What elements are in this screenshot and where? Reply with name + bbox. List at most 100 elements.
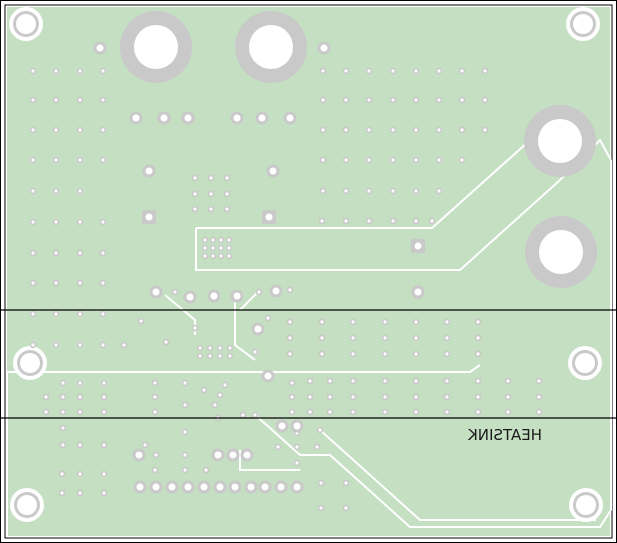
via bbox=[42, 393, 50, 401]
th-pad bbox=[266, 164, 280, 178]
via-drill bbox=[183, 453, 187, 457]
via bbox=[349, 318, 357, 326]
via-drill bbox=[367, 128, 371, 132]
via-drill bbox=[445, 395, 449, 399]
via bbox=[342, 67, 350, 75]
via bbox=[412, 96, 420, 104]
via-drill bbox=[460, 98, 464, 102]
th-pad bbox=[93, 41, 107, 55]
via bbox=[474, 377, 482, 385]
via bbox=[99, 218, 107, 226]
via-drill bbox=[78, 491, 82, 495]
th-pad-drill bbox=[200, 483, 208, 491]
via-drill bbox=[78, 443, 82, 447]
via bbox=[217, 345, 223, 351]
via bbox=[59, 393, 67, 401]
via bbox=[151, 408, 159, 416]
via-drill bbox=[344, 158, 348, 162]
via-drill bbox=[61, 443, 65, 447]
via bbox=[58, 489, 66, 497]
via bbox=[365, 217, 373, 225]
via-drill bbox=[288, 320, 292, 324]
via bbox=[412, 334, 420, 342]
via bbox=[52, 187, 60, 195]
via bbox=[458, 156, 466, 164]
mounting-hole bbox=[10, 488, 44, 522]
via-drill bbox=[351, 352, 355, 356]
via bbox=[218, 237, 224, 243]
via bbox=[223, 190, 231, 198]
th-pad bbox=[213, 480, 227, 494]
via-drill bbox=[54, 158, 58, 162]
via-drill bbox=[183, 403, 187, 407]
via-drill bbox=[198, 346, 202, 350]
via-drill bbox=[31, 189, 35, 193]
via bbox=[412, 350, 420, 358]
via bbox=[306, 408, 314, 416]
via bbox=[191, 174, 199, 182]
th-pad-drill bbox=[216, 483, 224, 491]
th-pad bbox=[317, 41, 331, 55]
via-drill bbox=[383, 395, 387, 399]
via-drill bbox=[78, 381, 82, 385]
square-pad-drill bbox=[265, 213, 273, 221]
th-pad bbox=[207, 289, 221, 303]
via bbox=[181, 451, 189, 459]
via bbox=[412, 187, 420, 195]
via bbox=[365, 67, 373, 75]
th-pad bbox=[132, 448, 146, 462]
th-pad-drill bbox=[229, 451, 237, 459]
via-drill bbox=[383, 352, 387, 356]
th-pad-drill bbox=[293, 422, 301, 430]
via bbox=[210, 237, 216, 243]
via bbox=[412, 408, 420, 416]
square-pad-drill bbox=[145, 213, 153, 221]
via bbox=[481, 67, 489, 75]
via-drill bbox=[102, 472, 106, 476]
via-drill bbox=[344, 481, 348, 485]
via-drill bbox=[208, 354, 212, 358]
terminal-pad bbox=[525, 216, 597, 288]
th-pad-drill bbox=[261, 483, 269, 491]
terminal-pad bbox=[524, 105, 596, 177]
via bbox=[535, 377, 543, 385]
mounting-hole bbox=[566, 7, 600, 41]
via bbox=[76, 470, 84, 478]
via-drill bbox=[476, 336, 480, 340]
via-drill bbox=[219, 238, 223, 242]
via-drill bbox=[228, 346, 232, 350]
via-drill bbox=[506, 410, 510, 414]
via-drill bbox=[351, 379, 355, 383]
via-drill bbox=[225, 176, 229, 180]
via-drill bbox=[430, 219, 434, 223]
via bbox=[435, 96, 443, 104]
via-drill bbox=[414, 189, 418, 193]
via-drill bbox=[78, 98, 82, 102]
via-drill bbox=[153, 410, 157, 414]
mounting-hole bbox=[9, 7, 43, 41]
via bbox=[29, 187, 37, 195]
mounting-hole-drill bbox=[20, 353, 40, 373]
via-array bbox=[29, 67, 543, 512]
via bbox=[317, 479, 325, 487]
via-drill bbox=[101, 98, 105, 102]
via-drill bbox=[31, 281, 35, 285]
via bbox=[120, 341, 128, 349]
via bbox=[221, 381, 229, 389]
via-drill bbox=[102, 443, 106, 447]
via-drill bbox=[506, 379, 510, 383]
via bbox=[535, 408, 543, 416]
via bbox=[381, 318, 389, 326]
isolation-gaps bbox=[6, 138, 612, 536]
via-drill bbox=[367, 219, 371, 223]
via-drill bbox=[54, 281, 58, 285]
via-drill bbox=[153, 381, 157, 385]
th-pad bbox=[129, 111, 143, 125]
via bbox=[412, 126, 420, 134]
via bbox=[76, 126, 84, 134]
via-drill bbox=[193, 192, 197, 196]
via bbox=[137, 317, 145, 325]
via bbox=[255, 288, 263, 296]
via-drill bbox=[414, 219, 418, 223]
